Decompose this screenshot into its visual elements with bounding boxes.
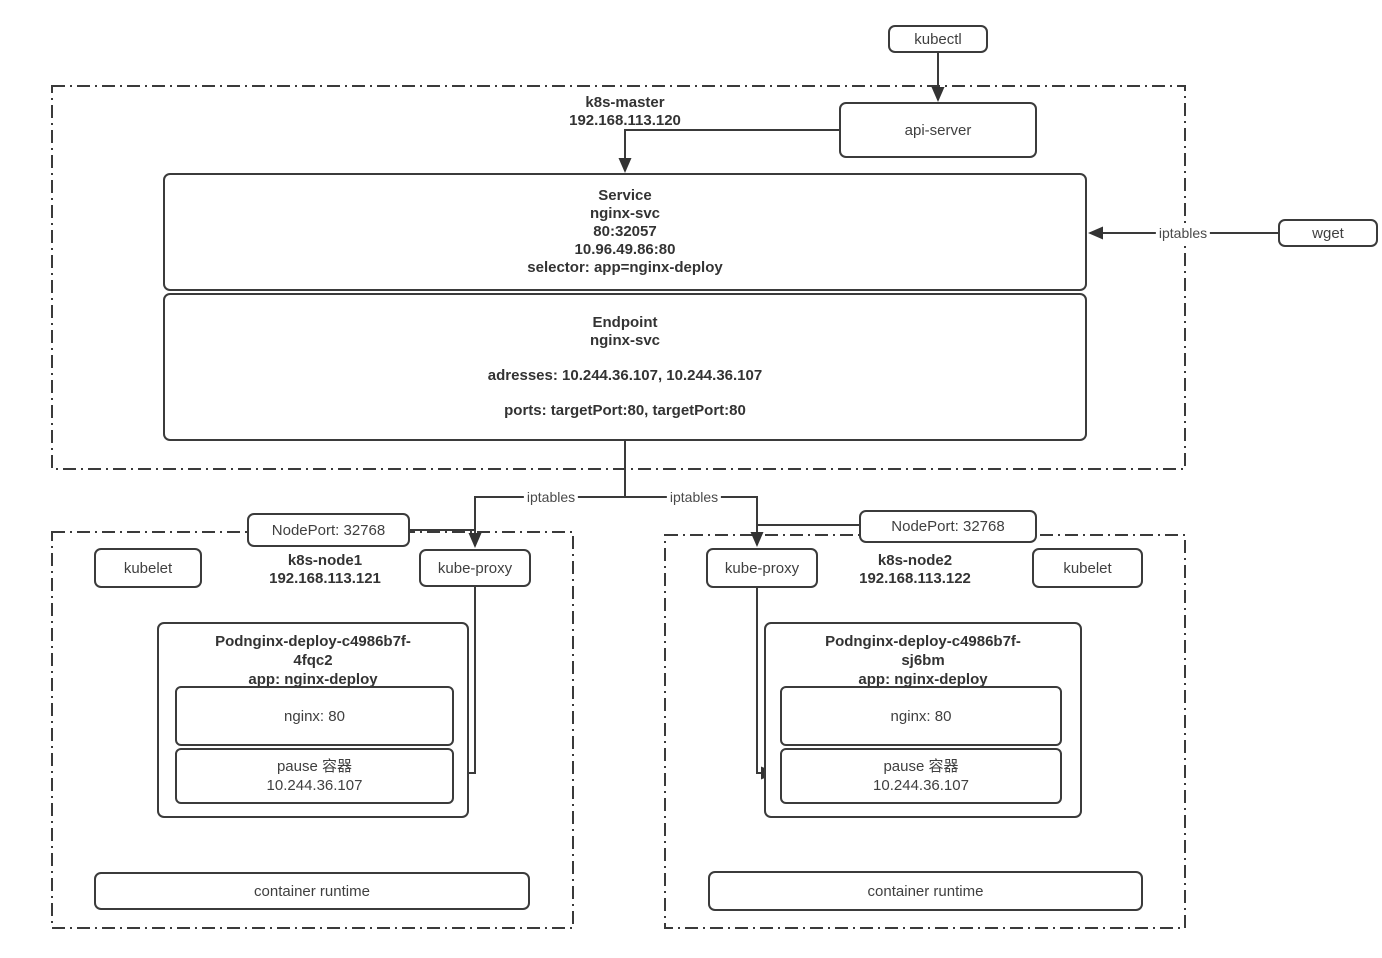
endpoint-title: Endpoint <box>592 314 658 331</box>
node2-container-runtime-box: container runtime <box>708 871 1143 911</box>
service-title: Service <box>598 187 652 204</box>
iptables-wget-label: iptables <box>1155 224 1211 242</box>
iptables-node2-label: iptables <box>666 488 722 506</box>
api-server-label: api-server <box>904 121 972 139</box>
node2-kube-proxy-label: kube-proxy <box>724 559 800 577</box>
node2-nginx-container-box: nginx: 80 <box>780 686 1062 746</box>
node2-pod-title-3: app: nginx-deploy <box>858 671 988 688</box>
kubectl-box: kubectl <box>888 25 988 53</box>
node1-label: k8s-node1 192.168.113.121 <box>269 552 381 588</box>
endpoint-box: Endpoint nginx-svc adresses: 10.244.36.1… <box>163 293 1087 441</box>
nodeport1-label: NodePort: 32768 <box>271 521 386 539</box>
master-ip: 192.168.113.120 <box>569 112 681 129</box>
kubectl-label: kubectl <box>914 30 962 48</box>
node2-pause-container-box: pause 容器 10.244.36.107 <box>780 748 1062 804</box>
service-cluster-ip: 10.96.49.86:80 <box>574 241 676 258</box>
service-box: Service nginx-svc 80:32057 10.96.49.86:8… <box>163 173 1087 291</box>
wget-box: wget <box>1278 219 1378 247</box>
node2-kube-proxy-box: kube-proxy <box>706 548 818 588</box>
node2-name: k8s-node2 <box>877 552 953 569</box>
node1-pod-title-2: 4fqc2 <box>293 652 333 669</box>
node2-kubelet-label: kubelet <box>1063 559 1112 577</box>
node2-pod-title-1: Podnginx-deploy-c4986b7f- <box>825 633 1021 650</box>
node1-kubelet-box: kubelet <box>94 548 202 588</box>
nodeport1-box: NodePort: 32768 <box>247 513 410 547</box>
master-name: k8s-master <box>585 94 665 111</box>
node2-pod-box: Podnginx-deploy-c4986b7f- sj6bm app: ngi… <box>764 622 1082 818</box>
edge-apiserver-service <box>618 129 839 173</box>
node1-pod-title-3: app: nginx-deploy <box>248 671 378 688</box>
service-nodeport-map: 80:32057 <box>593 223 657 240</box>
node2-ip: 192.168.113.122 <box>859 570 971 587</box>
node2-nginx-label: nginx: 80 <box>890 707 952 725</box>
node1-kube-proxy-box: kube-proxy <box>419 549 531 587</box>
nodeport2-label: NodePort: 32768 <box>891 518 1005 535</box>
node1-pod-box: Podnginx-deploy-c4986b7f- 4fqc2 app: ngi… <box>157 622 469 818</box>
node1-pause-container-box: pause 容器 10.244.36.107 <box>175 748 454 804</box>
node1-nginx-container-box: nginx: 80 <box>175 686 454 746</box>
service-name: nginx-svc <box>589 205 661 222</box>
node2-pause-name: pause 容器 <box>883 758 959 775</box>
node2-container-runtime-label: container runtime <box>867 882 984 900</box>
node1-ip: 192.168.113.121 <box>269 570 381 587</box>
node1-container-runtime-label: container runtime <box>254 882 370 900</box>
api-server-box: api-server <box>839 102 1037 158</box>
node1-name: k8s-node1 <box>287 552 363 569</box>
node1-kube-proxy-label: kube-proxy <box>437 559 513 577</box>
node2-pod-title-2: sj6bm <box>901 652 945 669</box>
endpoint-ports: ports: targetPort:80, targetPort:80 <box>504 402 746 419</box>
node2-label: k8s-node2 192.168.113.122 <box>859 552 971 588</box>
endpoint-name: nginx-svc <box>589 332 661 349</box>
iptables-node1-label: iptables <box>523 488 579 506</box>
node1-pause-ip: 10.244.36.107 <box>266 777 363 794</box>
nodeport2-box: NodePort: 32768 <box>859 510 1037 543</box>
endpoint-addresses: adresses: 10.244.36.107, 10.244.36.107 <box>487 367 763 384</box>
service-selector: selector: app=nginx-deploy <box>527 259 723 276</box>
node1-pause-name: pause 容器 <box>276 758 353 775</box>
node1-nginx-label: nginx: 80 <box>284 707 345 725</box>
master-boundary <box>51 85 1186 470</box>
master-label: k8s-master 192.168.113.120 <box>569 94 681 130</box>
node1-container-runtime-box: container runtime <box>94 872 530 910</box>
node2-kubelet-box: kubelet <box>1032 548 1143 588</box>
node1-kubelet-label: kubelet <box>123 559 173 577</box>
wget-label: wget <box>1312 224 1344 242</box>
node2-pause-ip: 10.244.36.107 <box>873 777 969 794</box>
node1-pod-title-1: Podnginx-deploy-c4986b7f- <box>215 633 411 650</box>
